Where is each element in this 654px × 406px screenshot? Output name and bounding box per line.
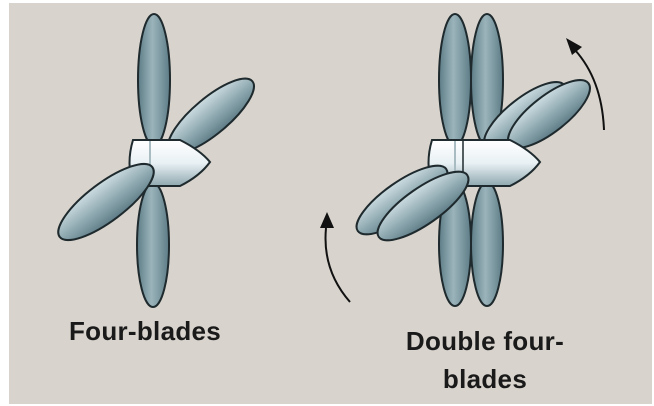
blade-bottom	[137, 183, 169, 307]
arrow-lower-left	[326, 228, 351, 302]
arrow-upper-right-head	[566, 38, 582, 55]
arrow-lower-left-head	[320, 212, 334, 228]
label-four-blades: Four-blades	[20, 316, 270, 347]
label-double-four-blades-line2: blades	[360, 364, 610, 395]
blade-bottom-front	[471, 182, 503, 306]
blade-top	[138, 14, 170, 146]
label-double-four-blades-line1: Double four-	[360, 326, 610, 357]
four-blade-propeller-icon	[48, 14, 264, 307]
blade-top-rear	[439, 14, 471, 146]
double-four-blade-propeller-icon	[347, 14, 599, 306]
